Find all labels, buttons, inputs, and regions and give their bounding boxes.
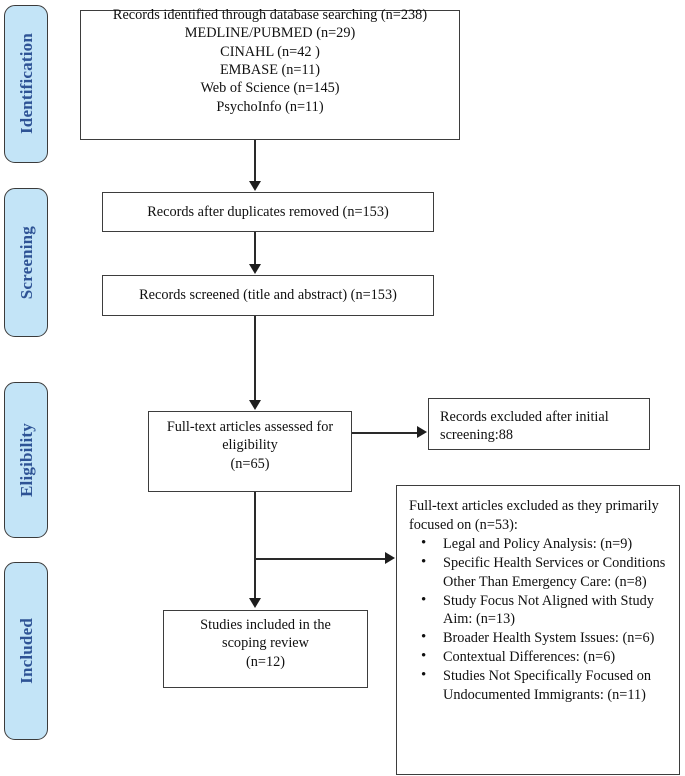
exclusion-intro-line-2: focused on (n=53): <box>409 517 518 534</box>
box-text-block: Records identified through database sear… <box>81 6 459 116</box>
arrow-head-down <box>248 181 261 191</box>
arrow-head-right <box>417 425 427 438</box>
stage-label-included: Included <box>4 562 48 740</box>
box-line: (n=12) <box>245 653 286 670</box>
box-line: EMBASE (n=11) <box>219 62 321 78</box>
list-item: Broader Health System Issues: (n=6) <box>421 628 671 647</box>
box-line: Records excluded after initial <box>440 409 609 425</box>
stage-label-eligibility: Eligibility <box>4 382 48 538</box>
box-line: (n=65) <box>230 455 270 472</box>
arrow-head-down <box>248 598 261 608</box>
stage-label-screening: Screening <box>4 188 48 337</box>
box-studies-included: Studies included in the scoping review (… <box>163 610 368 688</box>
list-item: Specific Health Services or Conditions O… <box>421 553 671 590</box>
connector-fulltext-to-excluded <box>352 432 418 434</box>
box-records-excluded: Records excluded after initial screening… <box>428 398 650 450</box>
exclusion-reason-list: Legal and Policy Analysis: (n=9) Specifi… <box>409 534 671 703</box>
list-item: Contextual Differences: (n=6) <box>421 647 671 666</box>
box-records-identified: Records identified through database sear… <box>80 7 460 140</box>
box-line: Records identified through database sear… <box>112 7 428 24</box>
connector-duplicates-to-screened <box>254 232 256 265</box>
box-line: screening:88 <box>440 427 514 444</box>
stage-label-text: Screening <box>16 225 36 300</box>
connector-fulltext-down-trunk <box>254 492 256 599</box>
box-text-block: Records screened (title and abstract) (n… <box>103 286 433 304</box>
box-line: PsychoInfo (n=11) <box>216 98 324 115</box>
box-line: Records after duplicates removed (n=153) <box>147 203 389 220</box>
box-line: eligibility <box>222 437 278 454</box>
list-item: Study Focus Not Aligned with Study Aim: … <box>421 591 671 628</box>
connector-branch-to-exclusion-list <box>254 558 386 560</box>
list-item: Studies Not Specifically Focused on Undo… <box>421 666 671 703</box>
stage-label-text: Included <box>16 618 36 684</box>
box-text-block: Studies included in the scoping review (… <box>164 616 367 671</box>
box-duplicates-removed: Records after duplicates removed (n=153) <box>102 192 434 232</box>
box-line: CINAHL (n=42 ) <box>220 43 320 60</box>
box-line: MEDLINE/PUBMED (n=29) <box>184 25 356 42</box>
box-line: scoping review <box>222 635 309 652</box>
stage-label-text: Identification <box>16 33 36 135</box>
list-item: Legal and Policy Analysis: (n=9) <box>421 534 671 553</box>
box-line: Full-text articles assessed for <box>166 419 334 436</box>
connector-identified-to-duplicates <box>254 140 256 182</box>
box-text-block: Full-text articles assessed for eligibil… <box>149 418 351 473</box>
arrow-head-down <box>248 264 261 274</box>
box-line: Studies included in the <box>200 617 331 634</box>
box-line: Web of Science (n=145) <box>200 80 340 97</box>
stage-label-identification: Identification <box>4 5 48 163</box>
box-fulltext-assessed: Full-text articles assessed for eligibil… <box>148 411 352 492</box>
exclusion-intro-line-1: Full-text articles excluded as they prim… <box>409 498 659 514</box>
arrow-head-right <box>385 551 395 564</box>
box-line: Records screened (title and abstract) (n… <box>139 287 397 304</box>
arrow-head-down <box>248 400 261 410</box>
connector-screened-to-fulltext <box>254 316 256 401</box>
box-text-block: Records after duplicates removed (n=153) <box>103 203 433 221</box>
stage-label-text: Eligibility <box>16 423 36 497</box>
box-records-screened: Records screened (title and abstract) (n… <box>102 275 434 316</box>
box-exclusion-reasons: Full-text articles excluded as they prim… <box>396 485 680 775</box>
